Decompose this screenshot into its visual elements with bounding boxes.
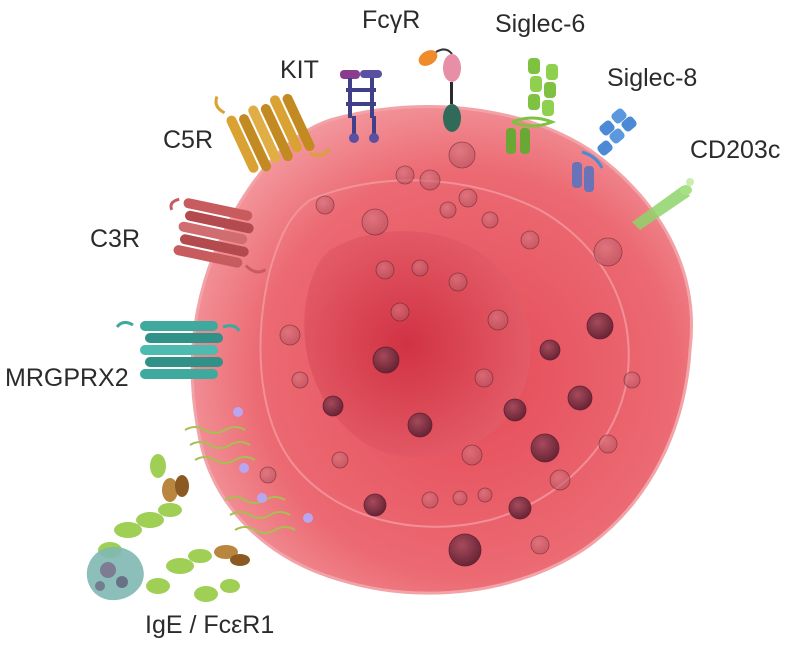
granule: [390, 302, 410, 322]
granule: [549, 469, 571, 491]
granule: [530, 433, 560, 463]
kit-receptor: [340, 70, 382, 143]
label-siglec6: Siglec-6: [495, 10, 586, 38]
siglec8-receptor: [572, 108, 637, 192]
granule: [448, 272, 468, 292]
label-kit: KIT: [280, 56, 319, 84]
label-c5r: C5R: [163, 126, 214, 154]
cd203c-receptor: [632, 178, 694, 230]
granule: [259, 466, 277, 484]
granule: [477, 487, 493, 503]
granule: [291, 371, 309, 389]
granule: [530, 535, 550, 555]
granule: [375, 260, 395, 280]
mrgprx2-receptor: [115, 320, 241, 379]
label-cd203c: CD203c: [690, 136, 781, 164]
granule: [474, 368, 494, 388]
granule: [322, 395, 344, 417]
granule: [539, 339, 561, 361]
granule: [363, 493, 387, 517]
granule: [439, 201, 457, 219]
c3r-receptor: [169, 197, 267, 274]
fcgr-receptor: [418, 48, 461, 132]
granule: [361, 208, 389, 236]
granule: [461, 444, 483, 466]
nucleus: [304, 231, 531, 458]
granule: [331, 451, 349, 469]
label-mrgprx2: MRGPRX2: [5, 364, 129, 392]
granule: [503, 398, 527, 422]
granule: [567, 385, 593, 411]
granule: [598, 434, 618, 454]
granule: [487, 309, 509, 331]
granule: [411, 259, 429, 277]
granule: [372, 346, 400, 374]
granule: [481, 211, 499, 229]
c5r-receptor: [214, 93, 331, 173]
granule: [458, 188, 478, 208]
granule: [448, 533, 482, 567]
granule: [419, 169, 441, 191]
granule: [452, 490, 468, 506]
granule: [448, 141, 476, 169]
siglec6-receptor: [506, 58, 558, 154]
granule: [593, 237, 623, 267]
granule: [520, 230, 540, 250]
ige-fceri-complex: [86, 407, 313, 602]
label-c3r: C3R: [90, 225, 141, 253]
granule: [586, 312, 614, 340]
granule: [407, 412, 433, 438]
label-ige-fceri: IgE / FcεR1: [145, 611, 275, 639]
granule: [279, 324, 301, 346]
label-siglec8: Siglec-8: [607, 64, 698, 92]
granule: [623, 371, 641, 389]
granule: [395, 165, 415, 185]
granule: [315, 195, 335, 215]
granule: [421, 491, 439, 509]
granules: [259, 141, 641, 567]
granule: [508, 496, 532, 520]
label-fcgr: FcγR: [362, 6, 421, 34]
